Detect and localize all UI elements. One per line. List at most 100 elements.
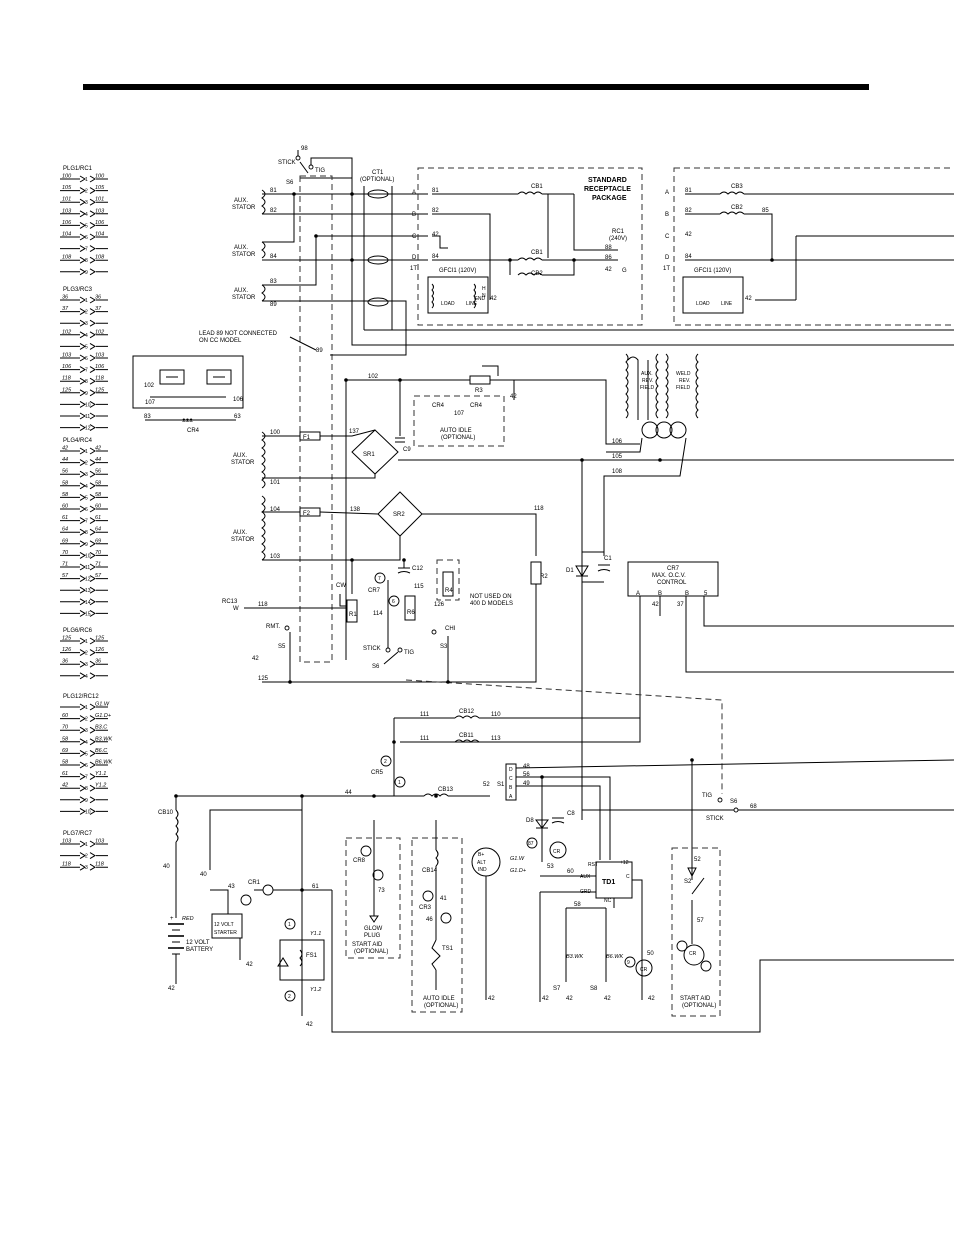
plug-wire-left: 58 — [62, 760, 69, 766]
svg-text:42: 42 — [566, 996, 573, 1002]
svg-text:83: 83 — [144, 414, 151, 420]
plug-pin-lead — [89, 586, 108, 594]
svg-text:48: 48 — [523, 764, 530, 770]
svg-text:88: 88 — [605, 245, 612, 251]
svg-text:114: 114 — [373, 611, 383, 617]
svg-text:A: A — [636, 591, 640, 597]
plug-pin-lead — [89, 761, 108, 769]
plug-wire-right: 103 — [95, 839, 105, 845]
svg-text:42: 42 — [488, 996, 495, 1002]
plug-pin-lead — [89, 575, 108, 583]
plug-pin-lead — [89, 389, 108, 397]
svg-text:42: 42 — [168, 986, 175, 992]
plug-wire-left: 42 — [62, 446, 68, 452]
svg-text:TIG: TIG — [315, 168, 325, 174]
plug-pin-lead — [89, 773, 108, 781]
svg-text:D8: D8 — [526, 818, 534, 824]
plug-pin-lead — [89, 738, 108, 746]
plug-pin-number: 2 — [85, 461, 88, 467]
plug-pin-lead — [89, 366, 108, 374]
plug-pin-lead — [89, 672, 108, 680]
plug-wire-left: 104 — [62, 232, 71, 238]
plug-pin-lead — [60, 377, 86, 385]
svg-text:AUX.: AUX. — [234, 245, 248, 251]
cr4-coil: ᴥᴥᴥ — [182, 418, 193, 424]
plug-pin-number: 3 — [85, 662, 88, 668]
plug-pin-lead — [60, 598, 86, 606]
aux-stator-section: STICK 98 TIG S6 AUX. STATOR 81 82 AUX. S… — [199, 146, 954, 663]
svg-text:86: 86 — [605, 255, 612, 261]
plug-pin-number: 6 — [85, 235, 88, 241]
svg-text:(OPTIONAL): (OPTIONAL) — [360, 177, 394, 183]
svg-text:52: 52 — [694, 857, 701, 863]
svg-text:42: 42 — [246, 962, 253, 968]
plug-pin-lead — [60, 637, 86, 645]
svg-text:PACKAGE: PACKAGE — [592, 195, 627, 202]
plug-wire-left: 44 — [62, 457, 68, 463]
plug-pin-lead — [89, 424, 108, 432]
plug-pin-number: 1 — [85, 639, 88, 645]
svg-text:110: 110 — [491, 712, 501, 718]
plug-pin-number: 9 — [85, 542, 88, 548]
svg-text:D1: D1 — [566, 568, 574, 574]
svg-text:C9: C9 — [403, 447, 411, 453]
plug-pin-number: 7 — [85, 247, 88, 253]
plug-pin-lead — [89, 268, 108, 276]
plug-pin-number: 11 — [85, 414, 90, 420]
svg-text:AUX.: AUX. — [233, 530, 247, 536]
svg-text:84: 84 — [432, 254, 439, 260]
plug-wire-left: 106 — [62, 220, 72, 226]
plug-pin-lead — [60, 366, 86, 374]
svg-text:73: 73 — [378, 888, 385, 894]
svg-text:S7: S7 — [553, 986, 561, 992]
plug-pin-lead — [60, 256, 86, 264]
svg-text:(OPTIONAL): (OPTIONAL) — [682, 1003, 716, 1009]
plug-pin-number: 5 — [85, 344, 88, 350]
svg-text:Y1.2: Y1.2 — [310, 987, 321, 993]
svg-text:AUTO IDLE: AUTO IDLE — [423, 996, 455, 1002]
svg-text:TIG: TIG — [404, 650, 414, 656]
plug-pin-lead — [89, 245, 108, 253]
svg-text:B: B — [412, 212, 416, 218]
plug-pin-lead — [89, 377, 108, 385]
svg-text:138: 138 — [350, 507, 361, 513]
svg-text:ON CC MODEL: ON CC MODEL — [199, 338, 242, 344]
svg-text:D: D — [509, 767, 513, 773]
svg-text:42: 42 — [432, 232, 439, 238]
header-rule — [83, 84, 869, 90]
svg-text:REV.: REV. — [642, 378, 653, 384]
svg-text:CR3: CR3 — [419, 905, 432, 911]
plug-pin-lead — [89, 482, 108, 490]
plug-wire-right: 58 — [95, 492, 102, 498]
svg-text:41: 41 — [440, 896, 447, 902]
svg-text:GND: GND — [474, 296, 486, 302]
plug-pin-number: 13 — [85, 588, 91, 594]
svg-text:RED: RED — [182, 916, 194, 922]
svg-text:81: 81 — [685, 188, 692, 194]
svg-text:BATTERY: BATTERY — [186, 947, 213, 953]
plug-pin-number: 5 — [85, 751, 88, 757]
svg-text:AUX: AUX — [580, 874, 591, 880]
plug-wire-left: 125 — [62, 387, 72, 393]
svg-text:CB3: CB3 — [731, 184, 743, 190]
plug-pin-lead — [60, 672, 86, 680]
svg-text:S2: S2 — [684, 879, 692, 885]
svg-text:101: 101 — [270, 480, 281, 486]
plug-wire-right: 42 — [95, 446, 101, 452]
svg-text:(OPTIONAL): (OPTIONAL) — [441, 435, 475, 441]
plug-pin-lead — [89, 331, 108, 339]
plug-pin-lead — [89, 198, 108, 206]
svg-text:87: 87 — [528, 841, 534, 847]
svg-text:A: A — [509, 794, 513, 800]
svg-text:84: 84 — [270, 254, 277, 260]
cr4-relay: 102 106 107 83 63 CR4 ᴥᴥᴥ — [132, 355, 244, 434]
svg-text:81: 81 — [270, 188, 277, 194]
plug-pin-lead — [89, 784, 108, 792]
svg-text:CONTROL: CONTROL — [657, 580, 687, 586]
plug-pin-lead — [60, 210, 86, 218]
plug-wire-right: 57 — [95, 573, 102, 579]
svg-text:49: 49 — [523, 781, 530, 787]
svg-text:100: 100 — [270, 430, 281, 436]
plug-pin-lead — [60, 400, 86, 408]
plug-wire-right: 126 — [95, 647, 105, 653]
